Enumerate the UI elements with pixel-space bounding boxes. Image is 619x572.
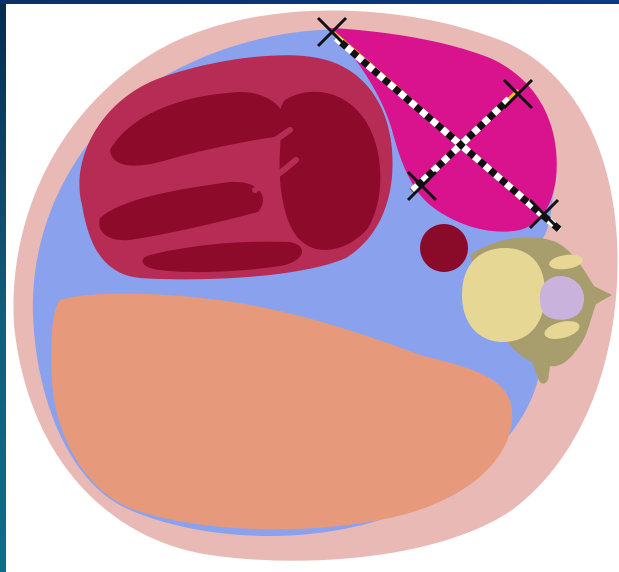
vertebral-body xyxy=(462,248,545,342)
descending-aorta xyxy=(420,224,468,272)
